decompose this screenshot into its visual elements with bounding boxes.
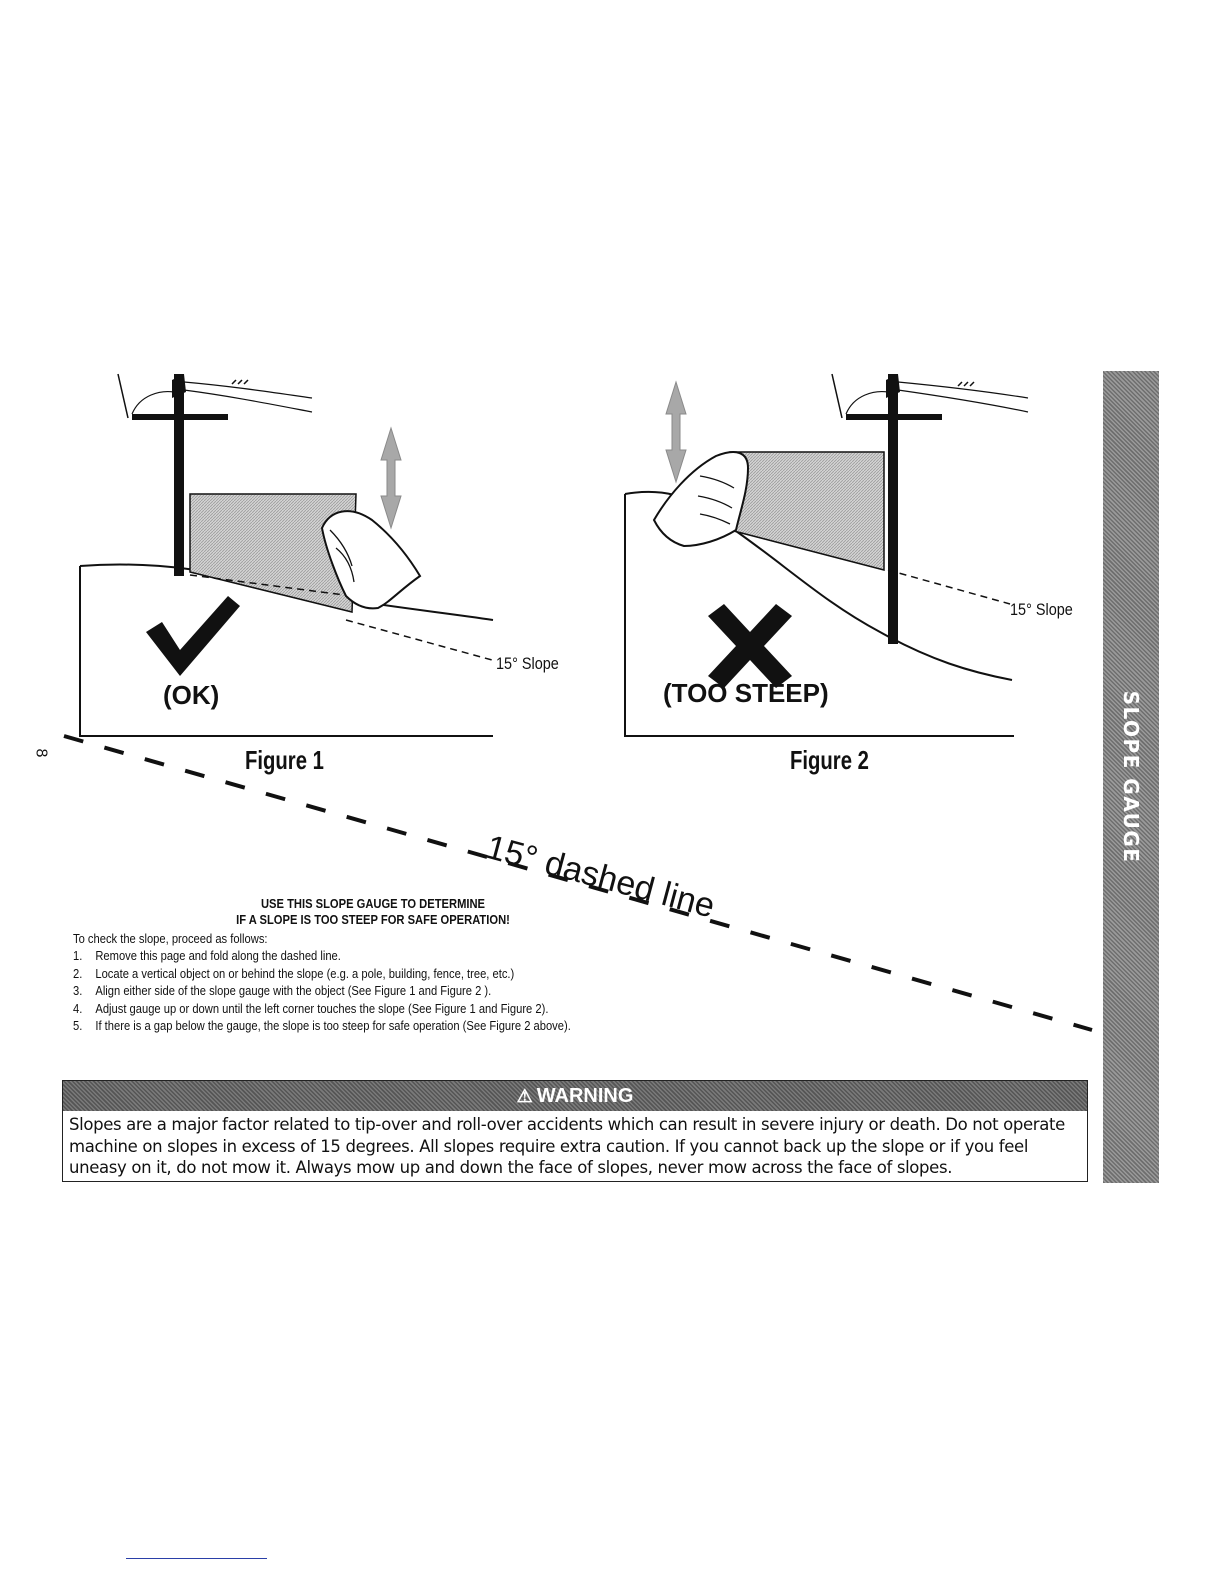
step-item: 2.Locate a vertical object on or behind … [73, 965, 515, 981]
figure-1-verdict: (OK) [163, 680, 220, 710]
step-item: 1.Remove this page and fold along the da… [73, 948, 341, 963]
instructions-heading-line-2: IF A SLOPE IS TOO STEEP FOR SAFE OPERATI… [236, 912, 510, 927]
figure-2-slope-label: 15° Slope [1010, 600, 1073, 619]
x-mark-icon [708, 604, 792, 688]
page-number: 8 [32, 748, 50, 758]
up-down-arrow-icon [380, 426, 402, 530]
figure-2-illustration [624, 373, 1029, 737]
footer-rule [126, 1558, 267, 1559]
instructions-block: USE THIS SLOPE GAUGE TO DETERMINE IF A S… [73, 896, 673, 1035]
figure-1-caption: Figure 1 [245, 745, 324, 775]
slope-gauge-card-icon [729, 451, 885, 571]
instructions-steps: 1.Remove this page and fold along the da… [73, 947, 673, 1035]
step-item: 3.Align either side of the slope gauge w… [73, 983, 492, 999]
figure-1-slope-label: 15° Slope [496, 654, 559, 673]
utility-pole-icon [831, 373, 1029, 644]
figure-2-verdict: (TOO STEEP) [663, 678, 829, 708]
instructions-intro: To check the slope, proceed as follows: [73, 931, 268, 946]
utility-pole-icon [117, 373, 313, 576]
warning-triangle-icon: ⚠ [516, 1085, 533, 1106]
warning-text: Slopes are a major factor related to tip… [69, 1115, 1065, 1177]
warning-box: ⚠ WARNING Slopes are a major factor rela… [62, 1080, 1088, 1182]
slope-gauge-card-icon [189, 493, 357, 613]
hand-icon [652, 451, 750, 548]
check-mark-icon [146, 596, 240, 676]
section-side-tab: SLOPE GAUGE [1103, 371, 1159, 1183]
hand-icon [320, 510, 422, 610]
step-item: 5.If there is a gap below the gauge, the… [73, 1018, 571, 1034]
warning-header: ⚠ WARNING [63, 1081, 1087, 1111]
step-item: 4.Adjust gauge up or down until the left… [73, 1000, 549, 1016]
fold-line-15-degree [63, 734, 1093, 1032]
figure-2-caption: Figure 2 [790, 745, 869, 775]
up-down-arrow-icon [665, 380, 687, 484]
figure-1-illustration [79, 373, 494, 737]
section-side-tab-label: SLOPE GAUGE [1119, 690, 1143, 864]
instructions-heading-line-1: USE THIS SLOPE GAUGE TO DETERMINE [260, 896, 486, 911]
warning-title: WARNING [536, 1084, 634, 1107]
